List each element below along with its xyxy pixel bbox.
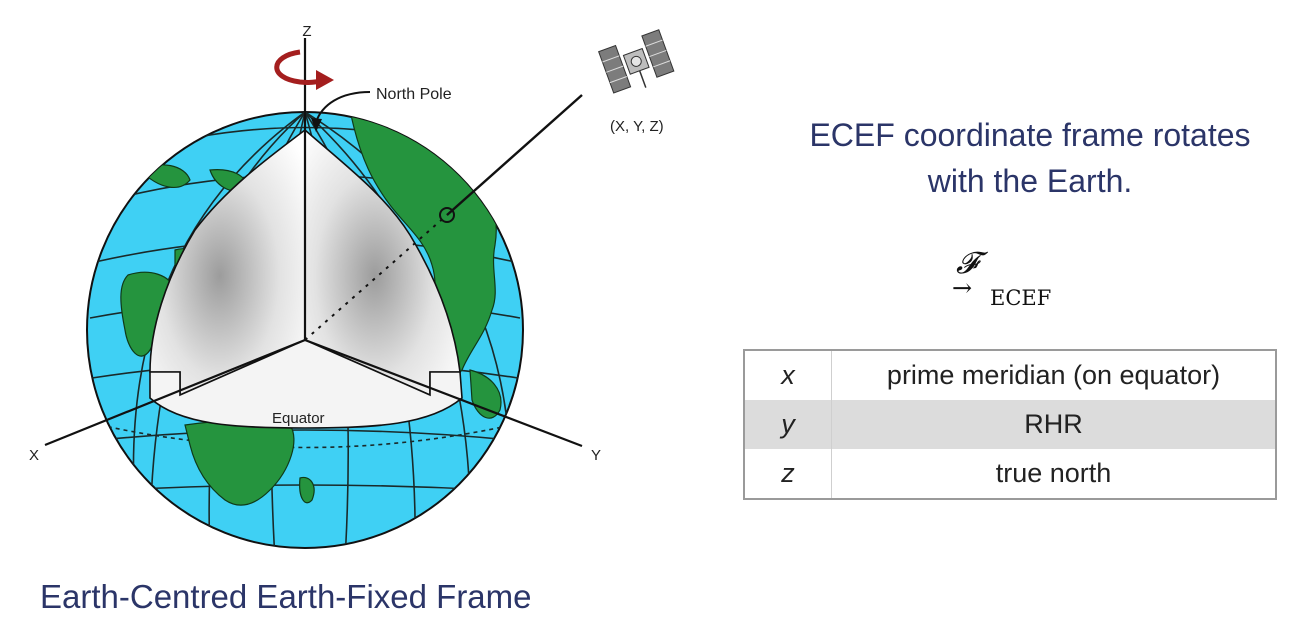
frame-script-f: 𝓕 [956,246,979,281]
table-row: z true north [744,449,1276,499]
heading-line-1: ECEF coordinate frame rotates [809,117,1251,153]
z-axis-label: Z [302,23,311,40]
satellite-position-label: (X, Y, Z) [610,118,664,135]
axis-definition-table: x prime meridian (on equator) y RHR z tr… [743,349,1277,500]
frame-subscript: ECEF [990,286,1052,310]
axis-symbol-cell: x [744,350,832,400]
axis-description-cell: RHR [831,400,1276,449]
table-row: x prime meridian (on equator) [744,350,1276,400]
north-pole-label: North Pole [376,86,452,103]
ecef-diagram: Z X Y North Pole Equator (X, Y, Z) [29,23,675,549]
axes [44,38,583,448]
y-axis-line [304,338,583,448]
axis-symbol-cell: y [744,400,832,449]
north-pole-pointer [315,91,371,123]
y-axis-label: Y [591,447,601,464]
axis-symbol-cell: z [744,449,832,499]
axis-description-cell: true north [995,458,1112,488]
cutaway-floor [149,339,463,429]
cutaway-face-right [304,128,461,397]
table-row: y RHR [744,400,1276,449]
rotation-arrow-icon [274,49,334,90]
north-pole-arrowhead [311,118,322,132]
equator-label: Equator [272,410,325,427]
heading-line-2: with the Earth. [927,163,1133,199]
x-axis-line [44,338,306,447]
axis-description-cell: prime meridian (on equator) [886,360,1221,390]
position-vector-line [446,94,583,216]
frame-vector-arrow: → [952,274,973,302]
slide-heading: ECEF coordinate frame rotates with the E… [760,112,1300,204]
surface-point-marker [439,207,455,223]
diagram-caption: Earth-Centred Earth-Fixed Frame [40,578,532,615]
cutaway-face-left [149,128,306,397]
satellite-icon [598,29,675,94]
land-masses [120,112,502,506]
x-axis-label: X [29,447,39,464]
